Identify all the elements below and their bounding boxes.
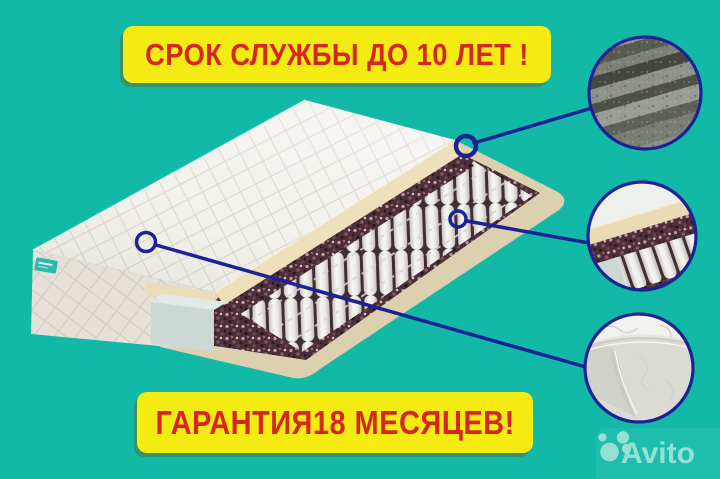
warranty-banner: ГАРАНТИЯ18 МЕСЯЦЕВ! (137, 392, 533, 453)
spring-row-highlights (251, 169, 525, 343)
service-life-text: СРОК СЛУЖБЫ ДО 10 ЛЕТ ! (145, 36, 529, 72)
callout-line-felt (472, 106, 594, 145)
brand-tag (34, 257, 58, 274)
felt-detail-photo (589, 37, 701, 149)
warranty-text: ГАРАНТИЯ18 МЕСЯЦЕВ! (155, 403, 515, 441)
callout-line-cover (154, 243, 588, 369)
marker-ring-springs (448, 209, 468, 229)
top-surface-shade (33, 100, 455, 292)
quilted-cover-detail-photo (585, 314, 693, 422)
marker-ring-quilt-top (134, 230, 158, 254)
foam-block-front (151, 302, 214, 352)
pocket-springs-layer (238, 158, 532, 352)
spring-block-detail-photo (588, 182, 696, 290)
cover-detail-circle-border (583, 312, 695, 424)
felt-detail-circle-border (587, 35, 703, 151)
avito-logo-icon (598, 431, 632, 462)
spring-detail-circle-border (586, 180, 698, 292)
avito-watermark: Avito (596, 428, 720, 479)
foam-block-top (151, 294, 227, 310)
foam-cut-band (215, 140, 464, 305)
coir-cut-band (224, 153, 474, 318)
service-life-banner: СРОК СЛУЖБЫ ДО 10 ЛЕТ ! (123, 26, 551, 83)
mattress-cutaway (31, 99, 565, 379)
top-edge-highlight (32, 99, 306, 251)
avito-wordmark: Avito (621, 436, 695, 470)
marker-ring-coir (453, 133, 479, 159)
callout-line-springs (465, 219, 591, 245)
